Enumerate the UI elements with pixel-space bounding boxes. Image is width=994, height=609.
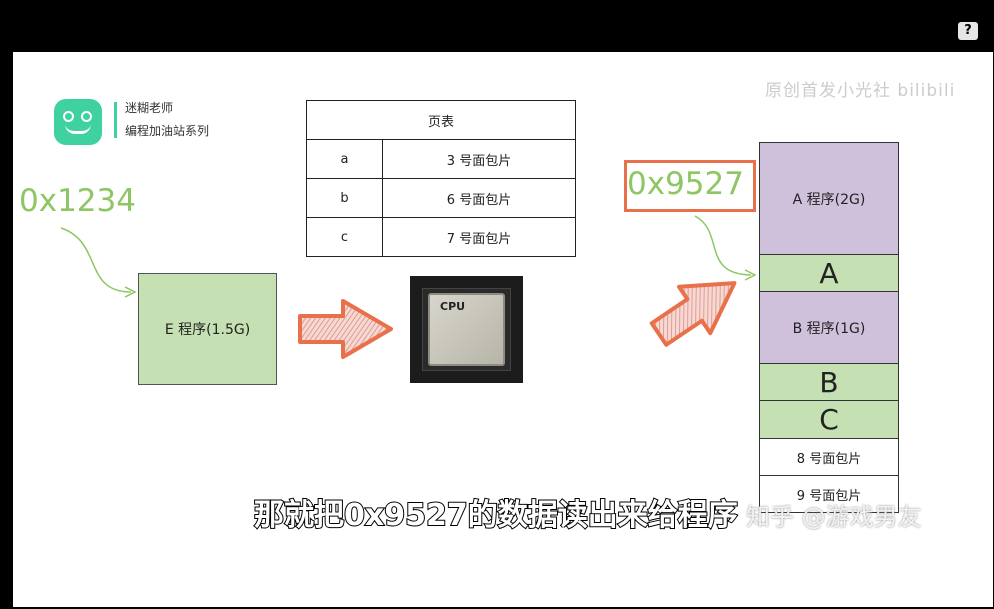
top-bar bbox=[0, 0, 994, 52]
brand-divider bbox=[114, 102, 117, 138]
physical-address-highlight bbox=[624, 160, 756, 212]
slide: 迷糊老师 编程加油站系列 原创首发小光社 bilibili 0x1234 E 程… bbox=[13, 52, 993, 607]
frame-cell: 6 号面包片 bbox=[382, 178, 576, 218]
brand-logo bbox=[54, 99, 102, 145]
physical-memory-column: A 程序(2G) A B 程序(1G) B C 8 号面包片 9 号面包片 bbox=[759, 142, 899, 513]
memory-block-c-page: C bbox=[759, 401, 899, 439]
page-cell: c bbox=[306, 217, 383, 257]
physical-address: 0x9527 bbox=[627, 166, 744, 202]
memory-block-a-program: A 程序(2G) bbox=[759, 142, 899, 255]
memory-block-frame-8: 8 号面包片 bbox=[759, 439, 899, 476]
cpu-chip bbox=[428, 293, 505, 366]
cpu-image: CPU bbox=[410, 276, 523, 383]
watermark: 原创首发小光社 bilibili bbox=[765, 81, 956, 101]
memory-block-b-program: B 程序(1G) bbox=[759, 292, 899, 364]
memory-block-a-page: A bbox=[759, 255, 899, 292]
frame-cell: 3 号面包片 bbox=[382, 139, 576, 179]
table-row: a 3 号面包片 bbox=[306, 139, 576, 179]
virtual-address: 0x1234 bbox=[19, 183, 136, 219]
frame-cell: 7 号面包片 bbox=[382, 217, 576, 257]
help-icon[interactable]: ? bbox=[958, 22, 978, 40]
logo-eye-right bbox=[81, 111, 92, 122]
logo-mouth bbox=[65, 124, 91, 134]
curve-arrow-virtual bbox=[60, 227, 132, 293]
page-table: 页表 a 3 号面包片 b 6 号面包片 c 7 号面包片 bbox=[306, 100, 576, 257]
program-e-box: E 程序(1.5G) bbox=[138, 273, 277, 385]
author-credit: 知乎 @游戏男友 bbox=[746, 503, 922, 531]
cpu-label: CPU bbox=[440, 300, 466, 313]
logo-eye-left bbox=[63, 111, 74, 122]
memory-block-b-page: B bbox=[759, 364, 899, 401]
big-arrow-to-memory bbox=[649, 281, 737, 347]
video-subtitle: 那就把0x9527的数据读出来给程序 bbox=[253, 497, 739, 534]
table-row: c 7 号面包片 bbox=[306, 217, 576, 257]
brand-series: 编程加油站系列 bbox=[125, 124, 210, 138]
page-table-header: 页表 bbox=[306, 100, 576, 140]
curve-arrow-physical-head bbox=[744, 269, 757, 281]
big-arrow-to-cpu bbox=[298, 299, 393, 359]
brand-name: 迷糊老师 bbox=[125, 101, 174, 115]
diagram-arrows bbox=[60, 215, 757, 359]
curve-arrow-physical bbox=[694, 215, 752, 276]
memory-block-frame-9: 9 号面包片 bbox=[759, 476, 899, 513]
curve-arrow-virtual-head bbox=[124, 286, 137, 298]
